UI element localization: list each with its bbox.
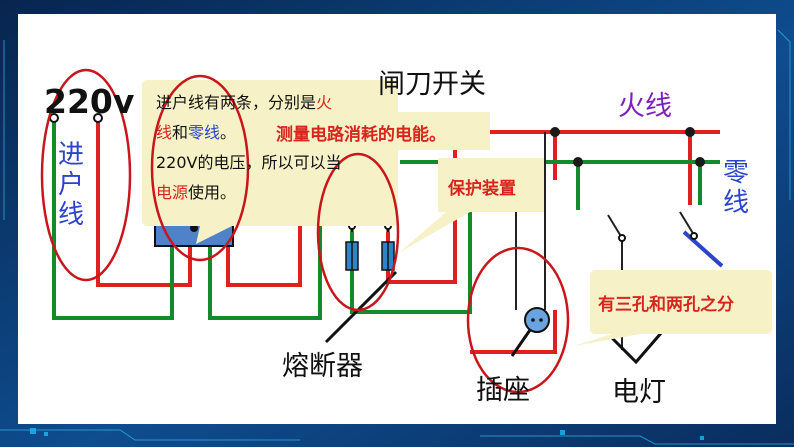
socket-label: 插座 bbox=[476, 375, 530, 406]
lamp-label: 电灯 bbox=[612, 377, 666, 408]
voltage-label: 220v bbox=[44, 82, 135, 121]
callout-socket-note bbox=[574, 270, 772, 346]
neutral-label: 零线 bbox=[723, 158, 750, 218]
terminal-icon bbox=[49, 113, 698, 242]
socket-icon bbox=[524, 307, 550, 333]
fuse-label: 熔断器 bbox=[282, 351, 363, 382]
meter-note-text: 测量电路消耗的电能。 bbox=[276, 125, 446, 145]
highlight-ellipse bbox=[40, 68, 570, 394]
live-label: 火线 bbox=[618, 91, 672, 122]
callout-meter bbox=[262, 112, 490, 196]
fuse-icon bbox=[345, 241, 395, 271]
callout-protect bbox=[400, 158, 544, 252]
entry-line-label: 进户线 bbox=[58, 140, 85, 230]
protect-note-text: 保护装置 bbox=[448, 179, 516, 199]
socket-note-text: 有三孔和两孔之分 bbox=[598, 295, 734, 315]
live-wire bbox=[96, 118, 720, 354]
switch-label: 闸刀开关 bbox=[378, 69, 486, 100]
entry-note-text: 进户线有两条，分别是火 线和零线。 220V的电压，所以可以当 电源使用。 bbox=[156, 93, 342, 202]
